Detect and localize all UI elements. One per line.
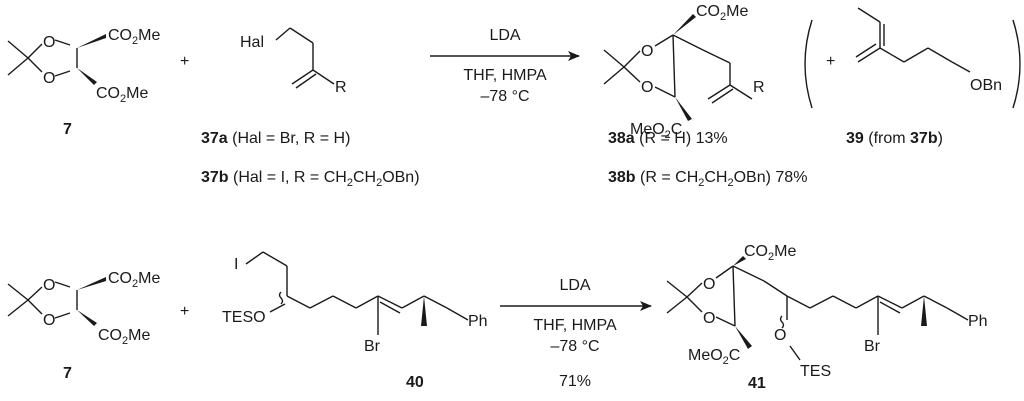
compound-7b-structure: O O CO2Me CO2Me: [7, 270, 160, 347]
br-label-40: Br: [364, 338, 381, 355]
p38-o-bottom: O: [641, 79, 653, 96]
r-label-37: R: [335, 79, 347, 96]
compound-7b-label: 7: [63, 365, 72, 382]
plus-sign-3: +: [180, 303, 189, 320]
p41-o-bottom: O: [703, 310, 715, 327]
p41-ester-bottom: MeO2C: [688, 347, 740, 367]
paren-left: [804, 19, 813, 109]
temperature-2: –78 °C: [550, 338, 599, 355]
plus-sign-2: +: [826, 53, 835, 70]
compound-40-label: 40: [406, 374, 424, 391]
compound-38a-desc: 38a (R = H) 13%: [608, 130, 728, 147]
sm7-o-bottom: O: [43, 70, 55, 87]
sm7-ester-top: CO2Me: [108, 27, 160, 47]
compound-38b-desc: 38b (R = CH2CH2OBn) 78%: [608, 169, 807, 189]
sm7b-o-bottom: O: [43, 312, 55, 329]
compound-37-structure: Hal R: [240, 27, 347, 96]
p38-o-top: O: [641, 43, 653, 60]
p38-ester-top: CO2Me: [696, 3, 748, 23]
compound-40-structure: I TESO Br Ph: [222, 251, 488, 355]
compound-37b-desc: 37b (Hal = I, R = CH2CH2OBn): [201, 169, 420, 189]
yield-2: 71%: [559, 373, 591, 390]
ph-label-41: Ph: [968, 313, 988, 330]
compound-7-label: 7: [63, 121, 72, 138]
compound-41-label: 41: [748, 375, 766, 392]
sm7-ester-bottom: CO2Me: [96, 85, 148, 105]
hal-label: Hal: [240, 34, 264, 51]
temperature-1: –78 °C: [480, 88, 529, 105]
sm7b-ester-top: CO2Me: [108, 270, 160, 290]
compound-7-structure: O O CO2Me CO2Me: [7, 27, 160, 105]
conditions-1: THF, HMPA: [463, 67, 547, 84]
reagent-2: LDA: [559, 277, 590, 294]
plus-sign-1: +: [180, 53, 189, 70]
sm7b-ester-bottom: CO2Me: [98, 327, 150, 347]
iodo-label: I: [234, 256, 238, 273]
sm7-o-top: O: [43, 34, 55, 51]
p41-o-top: O: [703, 276, 715, 293]
conditions-2: THF, HMPA: [533, 317, 617, 334]
r-label-38: R: [753, 79, 765, 96]
sm7b-o-top: O: [43, 277, 55, 294]
br-label-41: Br: [864, 338, 881, 355]
p41-tes: TES: [800, 363, 831, 380]
paren-right: [1012, 19, 1021, 109]
p41-ester-top: CO2Me: [744, 243, 796, 263]
p41-o-tes: O: [774, 327, 786, 344]
compound-39-structure: OBn: [855, 7, 1002, 94]
teso-label: TESO: [222, 309, 266, 326]
compound-38-structure: O O CO2Me MeO2C R: [603, 3, 765, 141]
compound-37a-desc: 37a (Hal = Br, R = H): [201, 130, 350, 147]
compound-39-desc: 39 (from 37b): [846, 130, 943, 147]
compound-41-structure: O O CO2Me MeO2C O TES Br Ph: [666, 243, 988, 380]
ph-label-40: Ph: [468, 313, 488, 330]
reagent-1: LDA: [489, 27, 520, 44]
obn-label: OBn: [970, 77, 1002, 94]
